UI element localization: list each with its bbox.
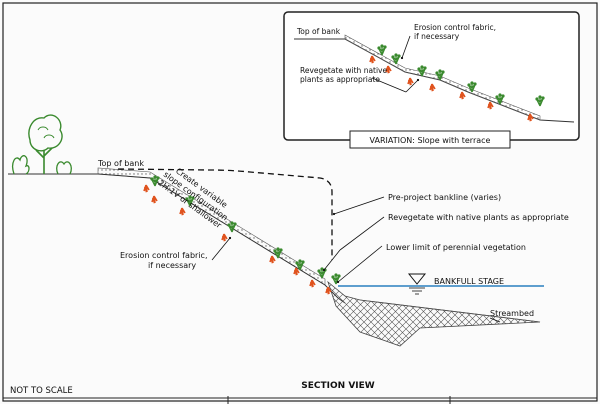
- erosion-fabric-label: Erosion control fabric,: [120, 251, 207, 260]
- streambed-label: Streambed: [490, 309, 534, 318]
- leader-line: [322, 249, 341, 272]
- erosion-fabric-label-2: if necessary: [148, 261, 196, 270]
- erosion-fabric-band: [97, 167, 326, 286]
- bankfull-triangle-icon: [407, 273, 427, 295]
- root-icon: [151, 195, 158, 205]
- inset-revegetate-label-2: plants as appropriate: [300, 75, 380, 84]
- inset-revegetate-label: Revegetate with native: [300, 66, 388, 75]
- revegetate-label: Revegetate with native plants as appropr…: [388, 213, 569, 222]
- inset-top-of-bank-label: Top of bank: [296, 27, 341, 36]
- leader-line: [489, 317, 501, 323]
- streambed-hatch: [327, 280, 541, 347]
- inset-erosion-fabric-label: Erosion control fabric,: [414, 23, 496, 32]
- inset-caption: VARIATION: Slope with terrace: [370, 136, 491, 145]
- not-to-scale-label: NOT TO SCALE: [10, 386, 73, 396]
- plant-icon: [330, 272, 342, 285]
- leader-line: [336, 245, 383, 284]
- main-section: Top of bank Create variable slope config…: [8, 114, 569, 347]
- shrub-icon: [12, 155, 72, 175]
- bankfull-stage-label: BANKFULL STAGE: [434, 277, 504, 286]
- section-view-title: SECTION VIEW: [301, 381, 375, 391]
- root-icon: [221, 233, 228, 243]
- streambed-line: [359, 299, 541, 323]
- root-icon: [179, 207, 186, 217]
- leader-line: [405, 78, 420, 93]
- inset-caption-box: [349, 130, 511, 149]
- root-icon: [309, 279, 316, 289]
- slope-line: [97, 173, 346, 304]
- leader-line: [211, 236, 232, 261]
- variation-inset: Top of bank Erosion control fabric, if n…: [283, 11, 580, 149]
- leader-line: [400, 35, 411, 60]
- leader-line: [371, 77, 407, 93]
- inset-erosion-fabric: [344, 34, 541, 121]
- root-icon: [143, 184, 150, 194]
- inset-erosion-fabric-label-2: if necessary: [414, 32, 460, 41]
- slope-note: Create variable slope configuration 2H:1…: [156, 166, 229, 230]
- pre-project-bankline-label: Pre-project bankline (varies): [388, 193, 501, 202]
- top-of-bank-label: Top of bank: [97, 159, 144, 168]
- leader-line: [332, 196, 385, 216]
- root-icon: [269, 255, 276, 265]
- leader-line: [339, 216, 385, 251]
- tree-icon: [28, 114, 63, 174]
- lower-limit-label: Lower limit of perennial vegetation: [386, 243, 526, 252]
- pre-project-bankline: [117, 168, 333, 260]
